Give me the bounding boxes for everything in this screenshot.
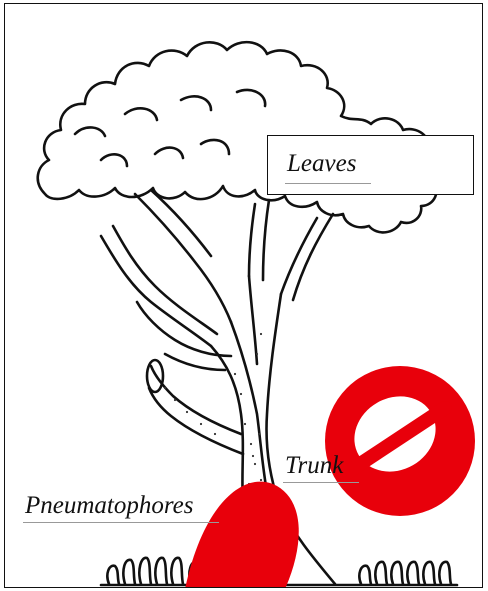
label-trunk: Trunk (285, 452, 343, 480)
pneumatophores-underline (23, 522, 219, 523)
label-pneumatophores: Pneumatophores (25, 492, 194, 520)
label-leaves: Leaves (287, 150, 356, 178)
trunk-underline (283, 482, 359, 483)
stump-branch (151, 366, 241, 434)
pneumatophores-right (359, 562, 451, 584)
leaves-underline (285, 183, 371, 184)
diagram-frame: Leaves Trunk Pneumatophores (4, 3, 483, 588)
watermark-e-tail (185, 482, 299, 588)
